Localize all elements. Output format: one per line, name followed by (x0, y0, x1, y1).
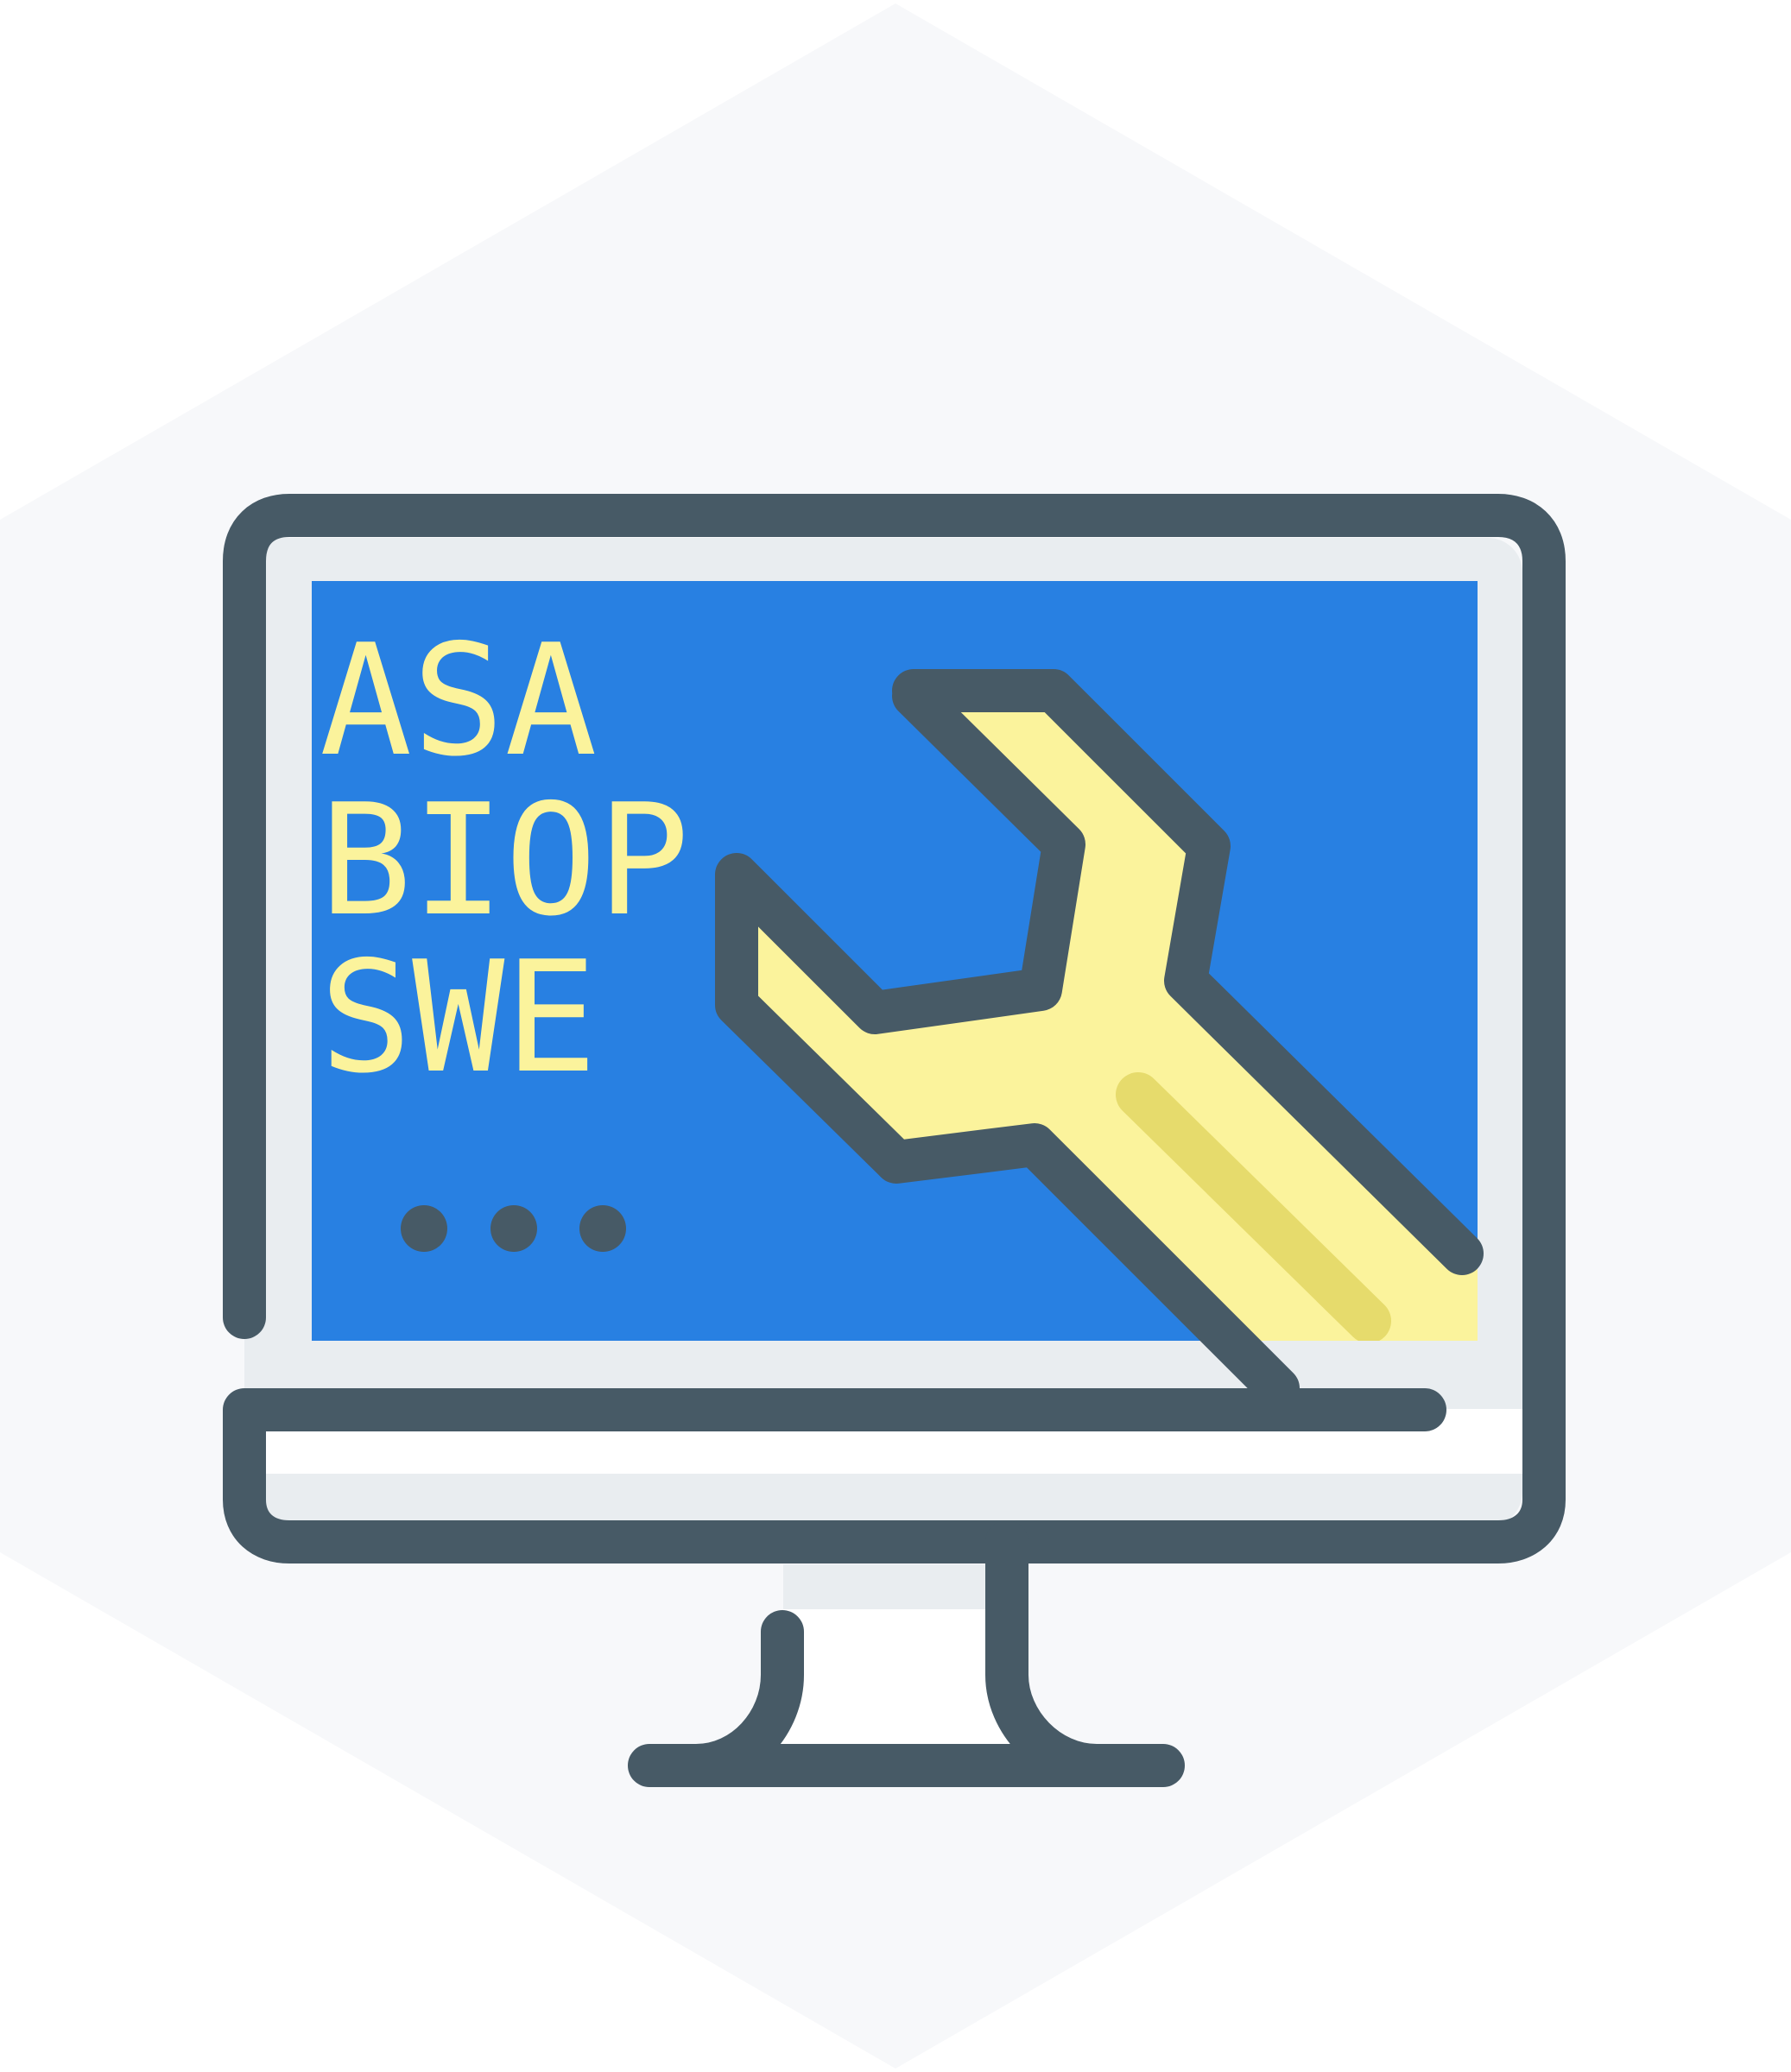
screen-line-3: SWE (320, 928, 598, 1107)
screen-line-2: BIOP (320, 771, 690, 950)
wrench-icon (738, 691, 1478, 1341)
monitor-stand-shadow (783, 1564, 1007, 1609)
ellipsis-dot (579, 1205, 626, 1252)
monitor-stand-neck (744, 1564, 1045, 1746)
wrench-outline (715, 669, 1484, 1410)
screen-text-block: ASA BIOP SWE (320, 611, 690, 1107)
monitor-frame-outline (223, 494, 1566, 1563)
ellipsis-dot (401, 1205, 447, 1252)
ellipsis-dot (490, 1205, 537, 1252)
monitor-icon (223, 494, 1566, 1787)
wrench-highlight (1116, 1072, 1391, 1341)
wrench-fill (738, 691, 1478, 1341)
monitor-stand-outline (628, 1520, 1185, 1787)
ellipsis-icon (401, 1205, 626, 1252)
screen-line-1: ASA (320, 611, 598, 790)
